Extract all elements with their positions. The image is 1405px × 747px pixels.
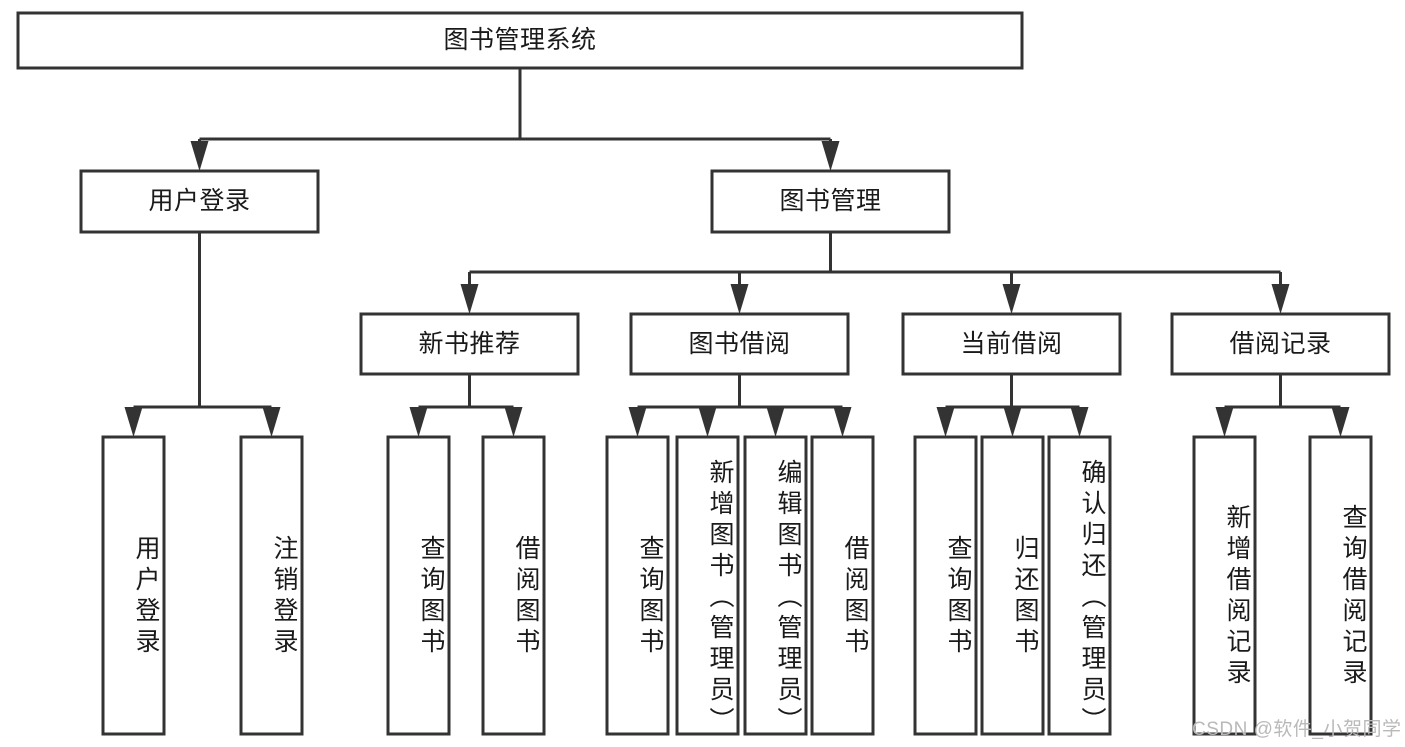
leaf-node-box[interactable] <box>1047 435 1112 736</box>
arrow-head-icon <box>1215 407 1234 437</box>
leaf-node-box[interactable] <box>101 435 166 736</box>
level3-node-box[interactable] <box>901 312 1122 376</box>
leaf-node-box[interactable] <box>980 435 1045 736</box>
leaf-node-box[interactable] <box>1308 435 1373 736</box>
leaf-node-box[interactable] <box>605 435 670 736</box>
arrow-head-icon <box>628 407 647 437</box>
level2-node-box[interactable] <box>710 169 951 234</box>
leaf-node-box[interactable] <box>239 435 304 736</box>
arrow-head-icon <box>730 284 749 314</box>
arrow-head-icon <box>1331 407 1350 437</box>
arrow-head-icon <box>262 407 281 437</box>
arrow-head-icon <box>1070 407 1089 437</box>
arrow-head-icon <box>766 407 785 437</box>
arrow-head-icon <box>833 407 852 437</box>
arrow-head-icon <box>190 141 209 171</box>
level3-node-box[interactable] <box>1170 312 1391 376</box>
leaf-node-box[interactable] <box>386 435 451 736</box>
leaf-node-box[interactable] <box>481 435 546 736</box>
root-node-box[interactable] <box>16 11 1024 70</box>
arrow-head-icon <box>1002 284 1021 314</box>
arrow-head-icon <box>1271 284 1290 314</box>
level2-node-box[interactable] <box>79 169 320 234</box>
arrow-head-icon <box>124 407 143 437</box>
leaf-node-box[interactable] <box>743 435 808 736</box>
arrow-head-icon <box>409 407 428 437</box>
level3-node-box[interactable] <box>629 312 850 376</box>
arrow-head-icon <box>504 407 523 437</box>
level3-node-box[interactable] <box>359 312 580 376</box>
leaf-node-box[interactable] <box>913 435 978 736</box>
arrow-head-icon <box>698 407 717 437</box>
arrow-head-icon <box>460 284 479 314</box>
arrow-head-icon <box>1003 407 1022 437</box>
leaf-node-box[interactable] <box>1192 435 1257 736</box>
arrow-head-icon <box>821 141 840 171</box>
leaf-node-box[interactable] <box>675 435 740 736</box>
connector-group <box>124 68 1350 437</box>
leaf-node-box[interactable] <box>810 435 875 736</box>
node-box-group <box>16 11 1391 736</box>
watermark-text: CSDN @软件_小贺同学 <box>1192 719 1402 740</box>
arrow-head-icon <box>936 407 955 437</box>
